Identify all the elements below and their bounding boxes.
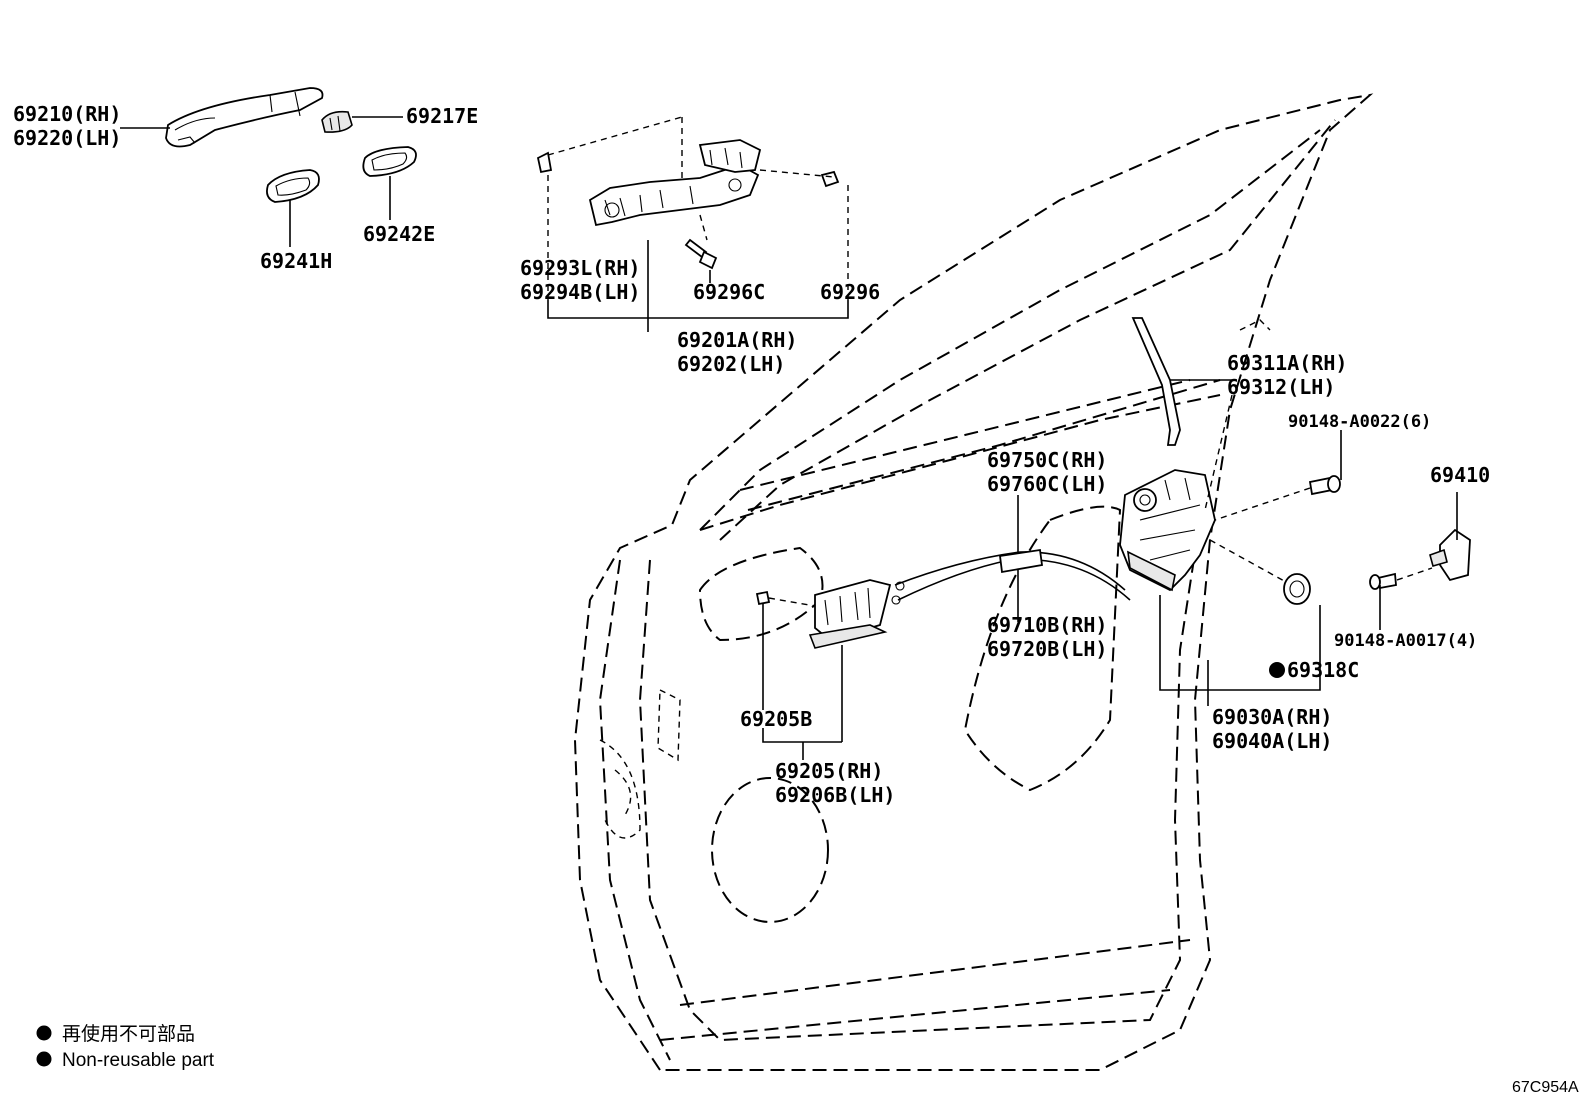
figure-code: 67C954A [1512,1079,1579,1096]
legend-bullet-jp [36,1025,52,1041]
label-69205B: 69205B [740,707,812,731]
inside-handle [808,579,892,649]
frame-clip [536,151,553,174]
label-69205: 69205(RH) [775,759,883,783]
label-69318C: 69318C [1287,658,1359,682]
label-69720B: 69720B(LH) [987,637,1107,661]
label-69220: 69220(LH) [13,126,121,150]
handle-frame [588,139,762,227]
legend-text-en: Non-reusable part [62,1050,215,1071]
label-69312: 69312(LH) [1227,375,1335,399]
lock-cables [891,548,1131,605]
label-69202: 69202(LH) [677,352,785,376]
striker-screw [1369,572,1397,590]
inside-handle-clip [755,590,771,606]
legend: 再使用不可部品 Non-reusable part [36,1023,215,1071]
label-90148-A0022: 90148-A0022(6) [1288,412,1431,432]
legend-text-jp: 再使用不可部品 [62,1023,195,1045]
label-69311A: 69311A(RH) [1227,351,1347,375]
door-outline [573,93,1374,1071]
leader-lines [120,116,1458,760]
handle-pad-front [266,169,320,203]
lock-cover [1283,573,1311,605]
handle-pad-rear [362,146,417,177]
door-striker [1429,528,1471,582]
legend-bullet-en [36,1051,52,1067]
label-69296C: 69296C [693,280,765,304]
lock-screw [1308,475,1341,496]
label-69293L: 69293L(RH) [520,256,640,280]
label-69206B: 69206B(LH) [775,783,895,807]
label-69242E: 69242E [363,222,435,246]
label-69201A: 69201A(RH) [677,328,797,352]
lock-rod [1131,317,1181,446]
outside-handle [165,87,324,148]
key-cylinder-cap [321,110,353,133]
label-69750C: 69750C(RH) [987,448,1107,472]
non-reusable-marker [1269,662,1285,678]
label-69217E: 69217E [406,104,478,128]
part-labels: 69210(RH) 69220(LH) 69217E 69241H 69242E… [13,102,1490,807]
label-69040A: 69040A(LH) [1212,729,1332,753]
label-69210: 69210(RH) [13,102,121,126]
label-69296: 69296 [820,280,880,304]
label-69760C: 69760C(LH) [987,472,1107,496]
frame-pin [820,170,840,188]
label-90148-A0017: 90148-A0017(4) [1334,631,1477,651]
label-69410: 69410 [1430,463,1490,487]
label-69294B: 69294B(LH) [520,280,640,304]
door-lock [1119,469,1216,592]
label-69241H: 69241H [260,249,332,273]
bolt [684,238,718,270]
label-69030A: 69030A(RH) [1212,705,1332,729]
label-69710B: 69710B(RH) [987,613,1107,637]
